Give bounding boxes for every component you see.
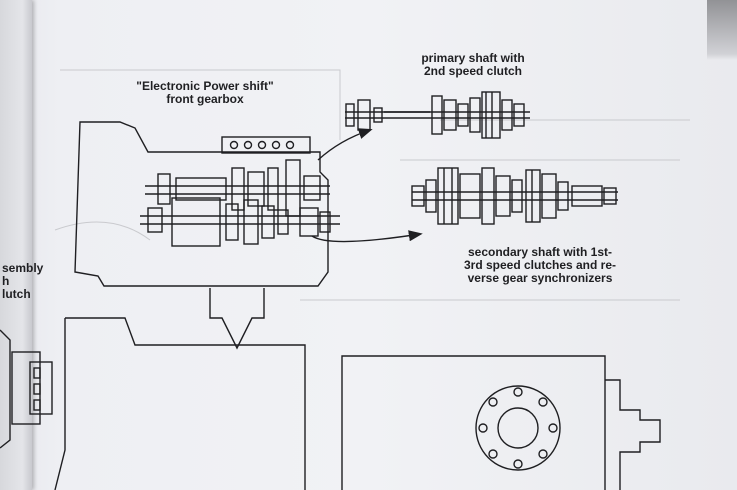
down-arrow bbox=[209, 288, 265, 350]
gearbox-title: "Electronic Power shift" front gearbox bbox=[110, 80, 300, 106]
secondary-shaft-caption: secondary shaft with 1st- 3rd speed clut… bbox=[440, 246, 640, 285]
left-fragment-line2: h bbox=[2, 274, 10, 288]
left-edge-component bbox=[0, 329, 53, 449]
arrow-to-secondary bbox=[311, 230, 423, 243]
gearbox-housing bbox=[74, 121, 329, 287]
gearbox-upper-shaft bbox=[145, 159, 330, 217]
secondary-caption-line1: secondary shaft with 1st- bbox=[467, 245, 613, 259]
primary-shaft-caption: primary shaft with 2nd speed clutch bbox=[398, 52, 548, 78]
lower-right-housing bbox=[341, 355, 661, 490]
ghost-print-lines bbox=[54, 69, 690, 301]
page-corner-shadow bbox=[707, 0, 737, 60]
primary-caption-line1: primary shaft with bbox=[421, 51, 525, 65]
gearbox-cover bbox=[221, 136, 311, 154]
primary-shaft bbox=[345, 91, 530, 139]
lower-left-housing bbox=[54, 317, 306, 490]
secondary-caption-line3: verse gear synchronizers bbox=[467, 271, 613, 285]
secondary-shaft bbox=[411, 167, 618, 225]
gearbox-lower-shaft bbox=[140, 197, 340, 247]
arrow-to-primary bbox=[317, 128, 373, 161]
cover-bolts bbox=[229, 140, 295, 150]
secondary-caption-line2: 3rd speed clutches and re- bbox=[463, 258, 617, 272]
gearbox-title-line2: front gearbox bbox=[166, 92, 244, 106]
left-page-caption-fragment: sembly h lutch bbox=[2, 262, 43, 301]
left-fragment-line3: lutch bbox=[2, 287, 31, 301]
gearbox-title-line1: "Electronic Power shift" bbox=[136, 79, 274, 93]
primary-caption-line2: 2nd speed clutch bbox=[423, 64, 523, 78]
facing-page-edge bbox=[0, 0, 32, 490]
left-fragment-line1: sembly bbox=[2, 261, 44, 275]
